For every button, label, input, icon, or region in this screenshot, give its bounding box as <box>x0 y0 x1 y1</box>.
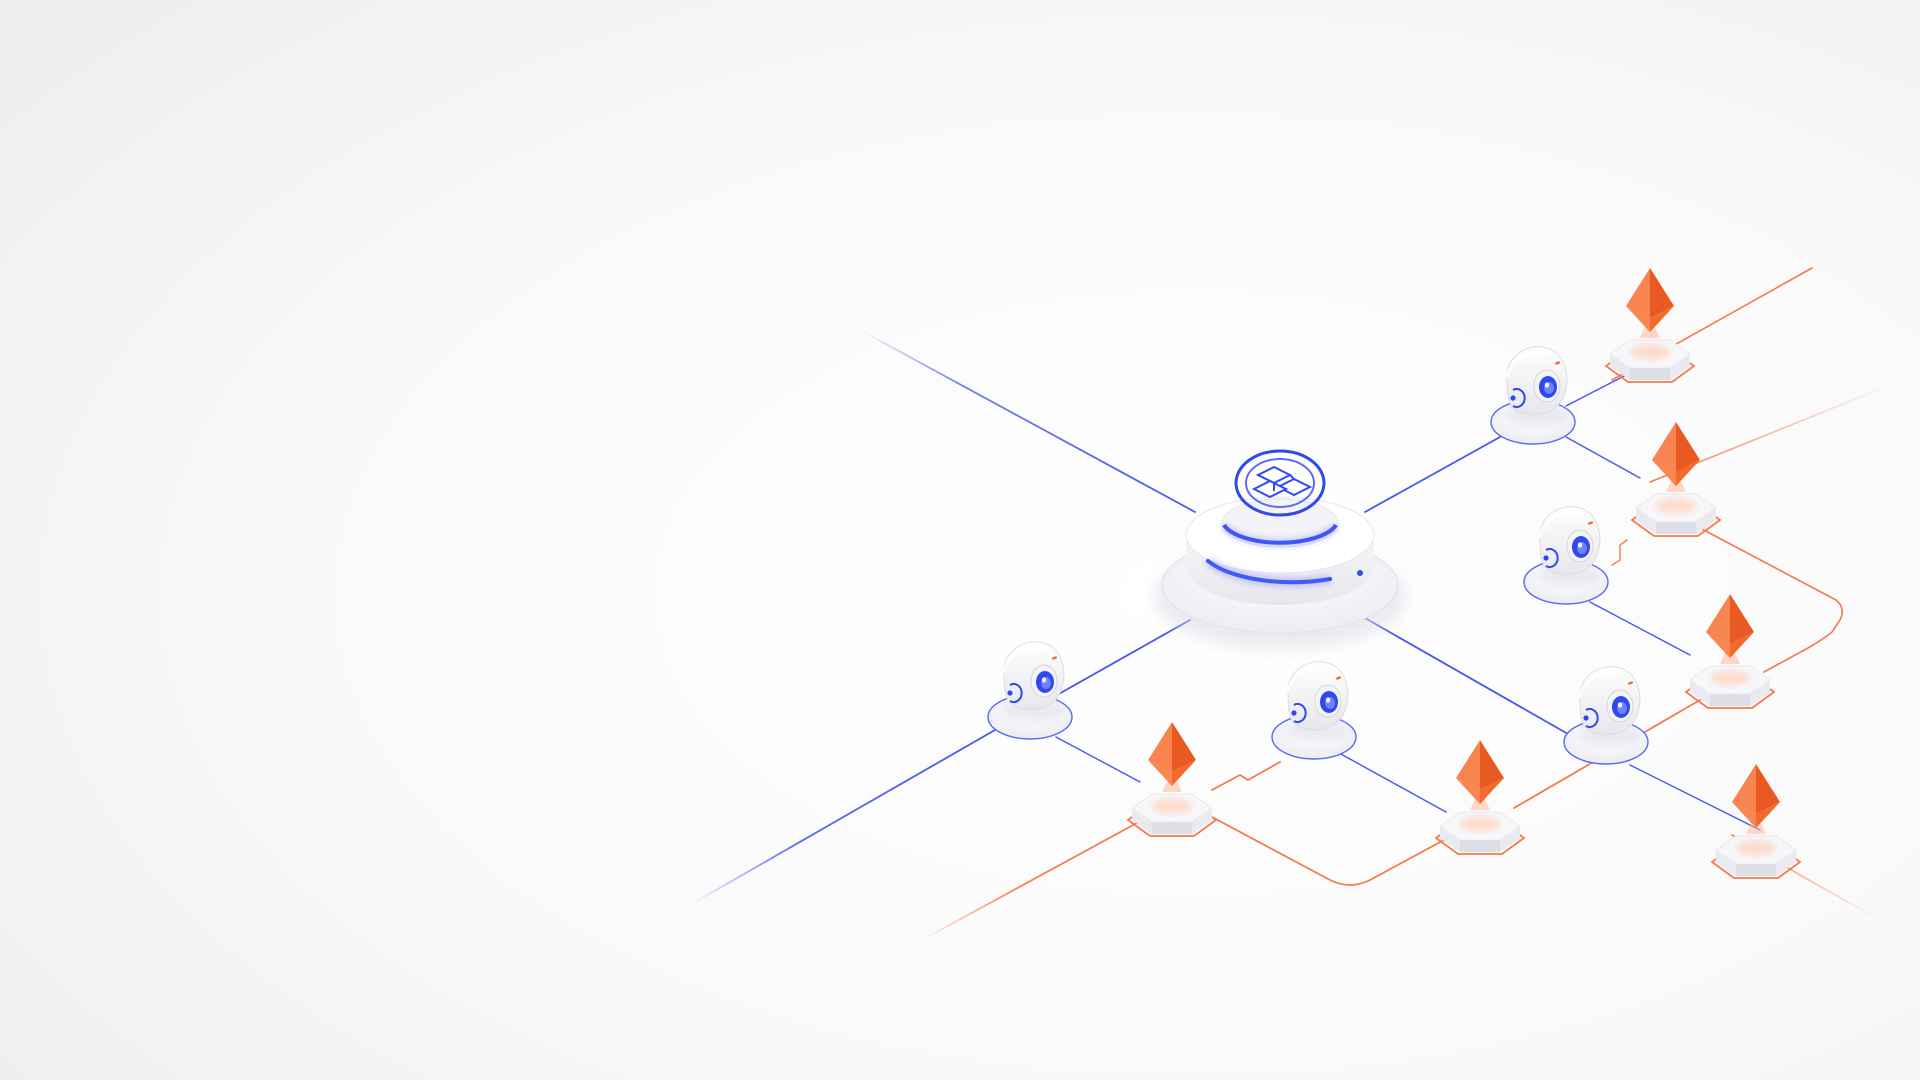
orange-connection-lines <box>921 267 1891 941</box>
network-hub-icon <box>1234 449 1326 517</box>
network-hub <box>1155 449 1405 649</box>
